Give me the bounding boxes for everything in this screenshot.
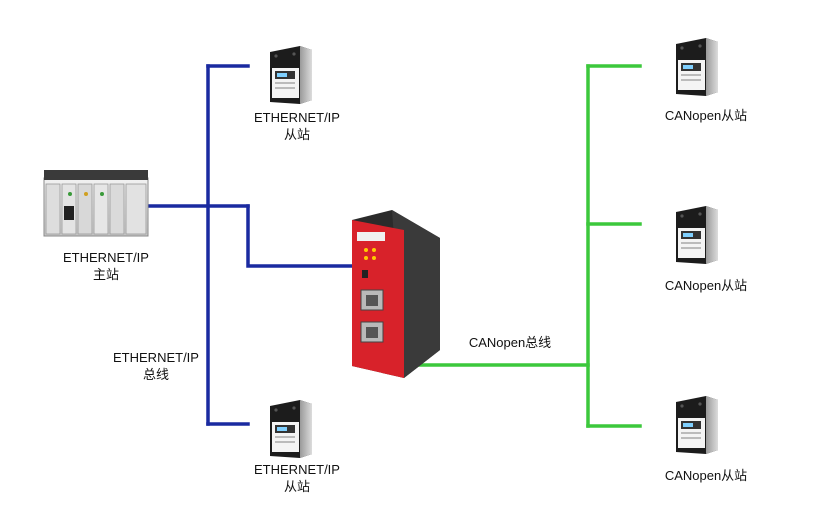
ethernet-slave-bottom-line1: ETHERNET/IP [254,462,340,477]
master-label-line1: ETHERNET/IP [63,250,149,265]
ethernet-slave-top-line1: ETHERNET/IP [254,110,340,125]
master-label-line2: 主站 [92,267,119,282]
ethernet-slave-top-drive [270,46,312,104]
canopen-bus-label: CANopen总线 [468,335,552,350]
gateway-device [352,210,440,378]
canopen-slave-3-drive [676,396,718,454]
master-label: ETHERNET/IP 主站 [46,249,166,283]
ethernet-slave-bottom-label: ETHERNET/IP 从站 [237,461,357,495]
plc-master-device [43,170,149,237]
canopen-slave-1-label: CANopen从站 [664,108,748,123]
ethernet-bus-label: ETHERNET/IP 总线 [96,349,216,383]
canopen-slave-2-drive [676,206,718,264]
ethernet-slave-top-label: ETHERNET/IP 从站 [237,109,357,143]
canopen-slave-1-drive [676,38,718,96]
ethernet-slave-bottom-drive [270,400,312,458]
ethernet-bus-label-line1: ETHERNET/IP [113,350,199,365]
canopen-slave-2-label: CANopen从站 [664,278,748,293]
ethernet-slave-bottom-line2: 从站 [283,479,310,494]
ethernet-slave-top-line2: 从站 [283,127,310,142]
ethernet-bus-lines [144,64,360,426]
ethernet-branch-gateway [246,204,360,268]
canopen-slave-3-label: CANopen从站 [664,468,748,483]
canopen-bus-lines [408,64,642,428]
ethernet-bus-label-line2: 总线 [142,367,169,382]
